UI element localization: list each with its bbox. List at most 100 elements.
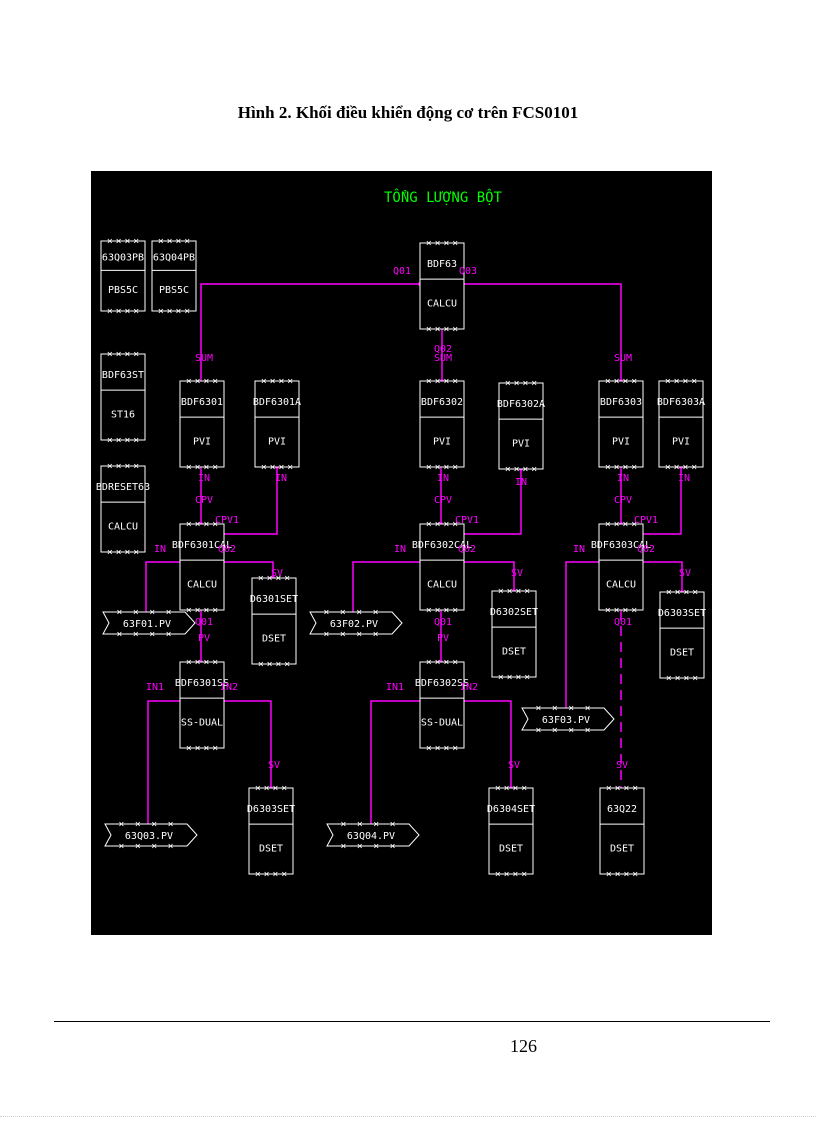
terminal-label: Q01 [614, 617, 632, 628]
pin-mark [452, 378, 458, 384]
terminal-label: SV [616, 760, 628, 771]
pin-mark [125, 351, 130, 357]
pin-mark [176, 238, 181, 244]
pin-mark [631, 607, 637, 613]
wire [565, 561, 599, 719]
pin-mark [516, 674, 521, 680]
pin-mark [444, 240, 449, 246]
pin-mark [666, 589, 672, 595]
block-name: BDF6301 [181, 397, 223, 408]
pin-mark [632, 785, 638, 791]
tag-arrow[interactable]: 63F03.PV [521, 705, 615, 733]
pin-mark [426, 378, 432, 384]
pin-mark [631, 378, 637, 384]
wire [464, 561, 515, 591]
block-type: CALCU [427, 580, 457, 591]
pin-mark [204, 521, 209, 527]
pin-mark [267, 575, 272, 581]
diagram-canvas: TỔNG LƯỢNG BỘT 63Q03PBPBS5C63Q04PBPBS5CB… [96, 188, 706, 877]
block-name: D6303SET [658, 608, 706, 619]
tag-arrow[interactable]: 63Q03.PV [104, 821, 198, 849]
pin-mark [444, 659, 449, 665]
block-type: PVI [268, 437, 286, 448]
wire [464, 700, 512, 788]
pin-mark [435, 521, 440, 527]
pin-mark [119, 843, 124, 849]
pin-mark [107, 238, 113, 244]
pin-mark [444, 521, 449, 527]
pin-mark [116, 549, 121, 555]
block-name: 63Q03PB [102, 253, 144, 264]
block-type: CALCU [427, 299, 457, 310]
wire [147, 700, 180, 835]
terminal-label: IN1 [146, 682, 164, 693]
block-frame [248, 787, 294, 875]
block-frame [491, 590, 537, 678]
pin-mark [125, 238, 130, 244]
tag-label: 63F01.PV [123, 619, 171, 630]
pin-mark [186, 745, 192, 751]
block-frame [419, 523, 465, 611]
function-block[interactable]: BDF6301A PVI [253, 378, 301, 470]
pin-mark [435, 326, 440, 332]
block-type: CALCU [108, 522, 138, 533]
tag-arrow[interactable]: 63F01.PV [102, 609, 196, 637]
pin-mark [264, 785, 269, 791]
pin-mark [356, 631, 362, 637]
pin-mark [632, 871, 638, 877]
pin-mark [631, 521, 637, 527]
pin-mark [514, 466, 519, 472]
diagram-title: TỔNG LƯỢNG BỘT [384, 188, 503, 206]
pin-mark [186, 659, 192, 665]
tag-arrow[interactable]: 63F02.PV [309, 609, 403, 637]
pin-mark [212, 464, 218, 470]
pin-mark [614, 607, 619, 613]
pin-mark [692, 675, 698, 681]
pin-mark [125, 308, 130, 314]
pin-mark [133, 308, 139, 314]
pin-mark [107, 549, 113, 555]
pin-mark [168, 821, 173, 827]
pin-mark [444, 326, 449, 332]
terminal-label: CPV1 [634, 515, 658, 526]
block-frame [179, 661, 225, 749]
pin-mark [665, 464, 671, 470]
block-type: PVI [193, 437, 211, 448]
block-name: BDF6301A [253, 397, 301, 408]
block-type: PVI [512, 439, 530, 450]
tag-shape [104, 823, 198, 847]
pin-mark [536, 727, 541, 733]
pin-mark [133, 463, 139, 469]
pin-mark [373, 631, 378, 637]
block-name: BDF63 [427, 259, 457, 270]
pin-mark [692, 589, 698, 595]
pin-mark [149, 631, 155, 637]
wire [464, 469, 522, 535]
tag-arrow[interactable]: 63Q04.PV [326, 821, 420, 849]
pin-mark [675, 675, 680, 681]
block-frame [179, 380, 225, 468]
pin-mark [435, 607, 440, 613]
pin-mark [505, 380, 511, 386]
